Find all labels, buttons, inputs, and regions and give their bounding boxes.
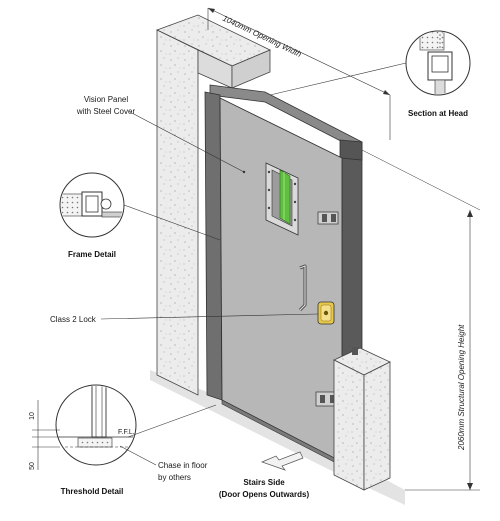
threshold-detail-label: Threshold Detail [61,487,124,496]
frame-detail-label: Frame Detail [68,250,116,259]
stairs-side-label-line1: Stairs Side [243,478,285,487]
section-at-head-label: Section at Head [408,109,468,118]
class2-lock [317,301,335,325]
chase-label-line2: by others [158,473,191,482]
door-frame [204,84,363,401]
class2-lock-label: Class 2 Lock [50,315,97,324]
frame-detail-callout: Frame Detail [59,172,221,259]
door-leaf [219,97,343,467]
vision-panel-label-line1: Vision Panel [84,95,129,104]
threshold-detail-callout: F.F.L. Threshold Detail [55,384,217,496]
stairs-side-callout: Stairs Side (Door Opens Outwards) [219,478,310,499]
vision-panel [265,162,299,236]
opening-height-label: 2060mm Structural Opening Height [457,324,466,451]
vision-panel-label-line2: with Steel Cover [76,107,136,116]
class2-lock-callout: Class 2 Lock [50,313,319,324]
vision-panel-callout: Vision Panel with Steel Cover [76,95,246,174]
chase-label-line1: Chase in floor [158,461,208,470]
stairs-side-label-line2: (Door Opens Outwards) [219,490,310,499]
height-dimension: 2060mm Structural Opening Height [361,149,481,491]
right-wall [333,347,391,491]
upper-hinge [317,211,339,225]
left-wall [155,14,271,396]
threshold-dimensions: 10 50 [29,400,60,470]
direction-arrow [261,451,304,471]
dim-10-label: 10 [29,412,36,420]
vision-glass [279,169,291,225]
chase-callout: Chase in floor by others [119,445,208,482]
ffl-label: F.F.L. [118,429,135,436]
section-at-head-callout: Section at Head [269,30,471,118]
dim-50-label: 50 [29,462,36,470]
pull-handle [298,264,307,312]
